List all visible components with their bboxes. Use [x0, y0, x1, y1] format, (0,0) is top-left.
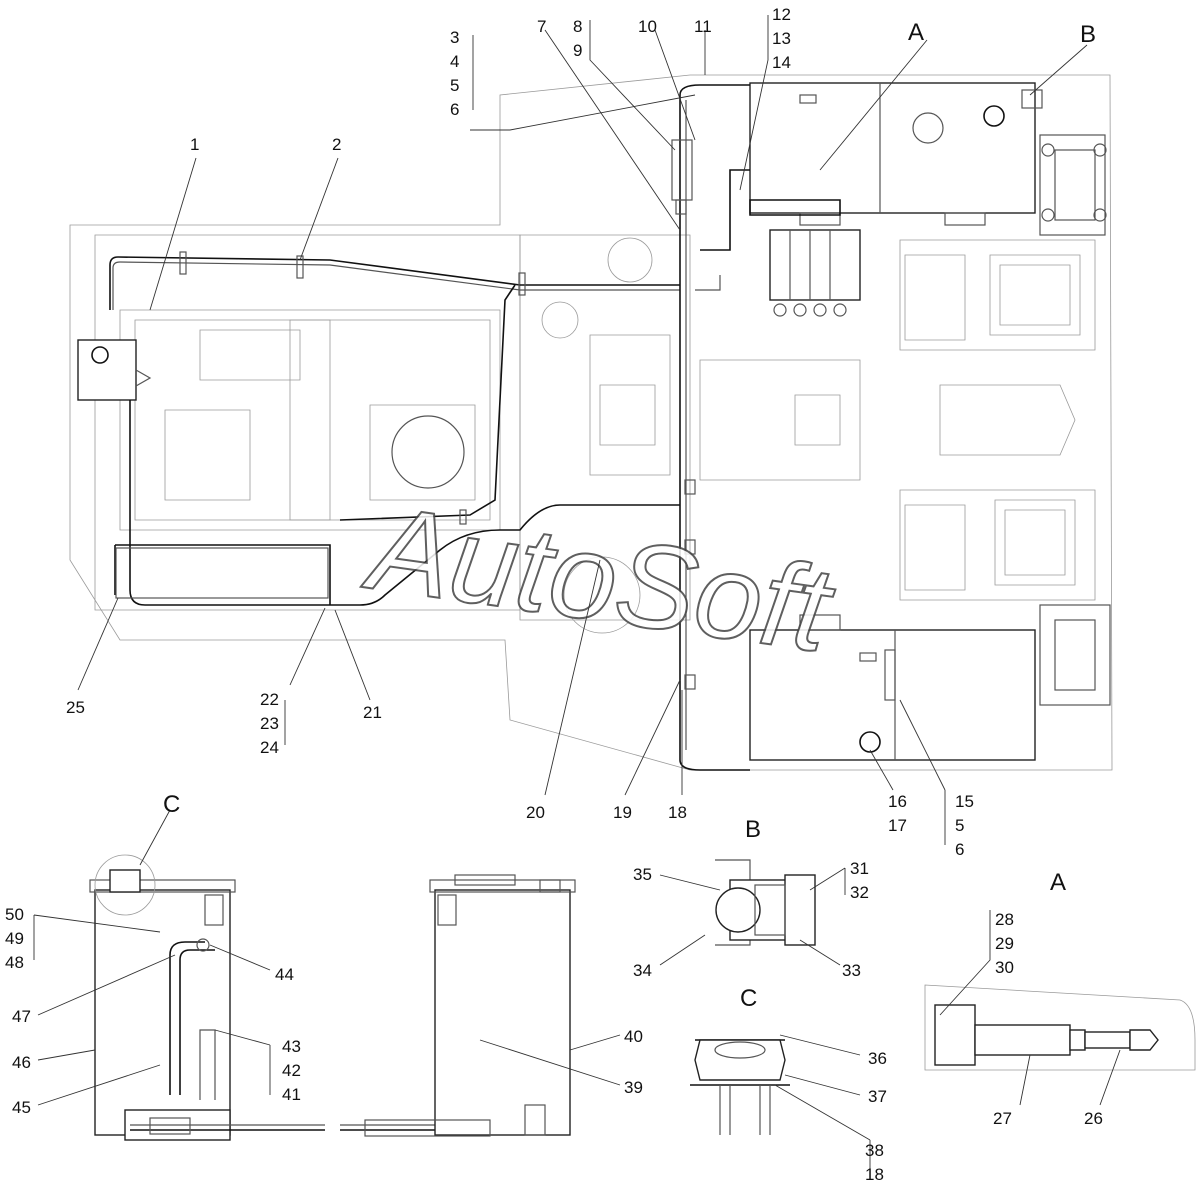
callout-20: 20 [526, 803, 545, 822]
watermark-text: AutoSoft [357, 480, 842, 678]
callout-35: 35 [633, 865, 652, 884]
callout-13: 13 [772, 29, 791, 48]
callout-39: 39 [624, 1078, 643, 1097]
callout-17: 17 [888, 816, 907, 835]
view-letter-top-b: B [1080, 21, 1096, 48]
leader-lines [77, 15, 1088, 845]
callout-33: 33 [842, 961, 861, 980]
callout-8: 8 [573, 17, 582, 36]
callout-27: 27 [993, 1109, 1012, 1128]
callout-28: 28 [995, 910, 1014, 929]
callout-29: 29 [995, 934, 1014, 953]
callout-24: 24 [260, 738, 279, 757]
callout-5b: 5 [955, 816, 964, 835]
view-letters: A B C B A C [163, 19, 1096, 1012]
callout-31: 31 [850, 859, 869, 878]
callout-44: 44 [275, 965, 294, 984]
callout-34: 34 [633, 961, 652, 980]
callout-4: 4 [450, 52, 459, 71]
callout-3: 3 [450, 28, 459, 47]
callout-23: 23 [260, 714, 279, 733]
view-c-filler-neck [690, 1034, 871, 1180]
callout-18b: 18 [865, 1165, 884, 1184]
view-letter-c-small: C [740, 985, 757, 1012]
view-c-tanks [33, 809, 621, 1141]
callout-12: 12 [772, 5, 791, 24]
callout-11: 11 [694, 17, 712, 36]
callout-46: 46 [12, 1053, 31, 1072]
callout-37: 37 [868, 1087, 887, 1106]
main-plan-view [69, 74, 1113, 771]
view-letter-top-a: A [908, 19, 924, 46]
callout-10: 10 [638, 17, 657, 36]
callout-22: 22 [260, 690, 279, 709]
callout-49: 49 [5, 929, 24, 948]
callout-9: 9 [573, 41, 582, 60]
callout-48: 48 [5, 953, 24, 972]
callout-21: 21 [363, 703, 382, 722]
view-a-cylinder [924, 910, 1196, 1106]
callout-18: 18 [668, 803, 687, 822]
callout-6: 6 [450, 100, 459, 119]
callout-36: 36 [868, 1049, 887, 1068]
view-letter-c-left: C [163, 791, 180, 818]
callout-47: 47 [12, 1007, 31, 1026]
callout-14: 14 [772, 53, 791, 72]
callout-6b: 6 [955, 840, 964, 859]
view-letter-a: A [1050, 869, 1066, 896]
view-letter-b: B [745, 816, 761, 843]
callout-15: 15 [955, 792, 974, 811]
callout-1: 1 [190, 135, 199, 154]
callout-38: 38 [865, 1141, 884, 1160]
callout-41: 41 [282, 1085, 301, 1104]
callout-32: 32 [850, 883, 869, 902]
callout-19: 19 [613, 803, 632, 822]
callout-42: 42 [282, 1061, 301, 1080]
view-b-detail [659, 859, 846, 966]
callout-7: 7 [537, 17, 546, 36]
callout-2: 2 [332, 135, 341, 154]
callout-45: 45 [12, 1098, 31, 1117]
callout-43: 43 [282, 1037, 301, 1056]
callout-26: 26 [1084, 1109, 1103, 1128]
callout-25: 25 [66, 698, 85, 717]
callout-16: 16 [888, 792, 907, 811]
callout-5: 5 [450, 76, 459, 95]
callout-numbers: 1 2 3 4 5 6 7 8 9 10 11 12 13 14 25 22 2… [5, 5, 1103, 1184]
callout-40: 40 [624, 1027, 643, 1046]
callout-30: 30 [995, 958, 1014, 977]
callout-50: 50 [5, 905, 24, 924]
